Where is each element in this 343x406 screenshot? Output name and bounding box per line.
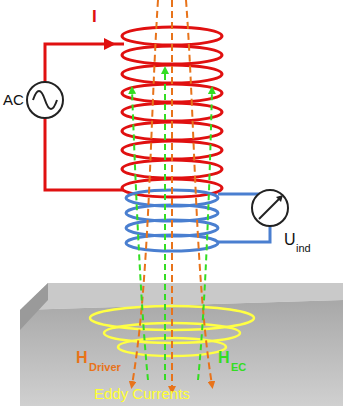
current-arrow [104,38,116,50]
ac-source [27,82,63,118]
meter-needle [259,198,280,219]
block-front [20,300,343,406]
voltmeter [252,190,288,226]
field-subscript: EC [231,362,246,373]
driver-field-lines [132,0,212,390]
eddy-currents-label: Eddy Currents [94,386,190,401]
current-label: I [92,8,97,25]
meter-needle-head [276,195,283,202]
driver-wires [45,44,124,190]
field-subscript: Driver [89,362,121,373]
eddy-field-lines [132,70,212,380]
field-label: H [76,350,88,366]
voltage-label: U [284,232,296,248]
source-label: AC [3,92,24,107]
sine-symbol [33,91,57,109]
field-label: H [218,350,230,366]
block-edge [20,283,48,330]
voltage-subscript: ind [296,243,311,254]
